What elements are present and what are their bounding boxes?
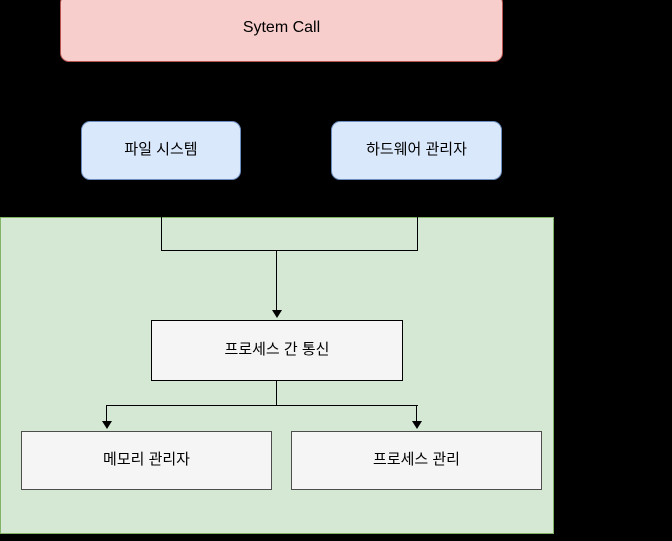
edge-ipc-stem xyxy=(276,381,278,406)
edge-ipc-bus xyxy=(107,405,418,407)
arrowhead-process-manager xyxy=(412,421,422,429)
arrowhead-memory-manager xyxy=(102,421,112,429)
node-file-system[interactable]: 파일 시스템 xyxy=(81,121,241,180)
edge-hidden-to-ipc xyxy=(276,250,278,312)
node-file-system-label: 파일 시스템 xyxy=(124,141,198,159)
edge-to-memory-manager xyxy=(106,405,108,423)
node-hardware-manager-label: 하드웨어 관리자 xyxy=(366,141,467,159)
node-system-call[interactable]: Sytem Call xyxy=(60,0,503,62)
arrowhead-ipc xyxy=(272,310,282,318)
node-process-manager-label: 프로세스 관리 xyxy=(373,451,460,469)
edge-to-process-manager xyxy=(416,405,418,423)
node-ipc[interactable]: 프로세스 간 통신 xyxy=(151,320,403,381)
node-ipc-label: 프로세스 간 통신 xyxy=(224,341,330,359)
node-memory-manager-label: 메모리 관리자 xyxy=(103,451,190,469)
node-memory-manager[interactable]: 메모리 관리자 xyxy=(21,431,272,490)
node-hardware-manager[interactable]: 하드웨어 관리자 xyxy=(331,121,502,180)
node-hidden-upper-box[interactable] xyxy=(161,200,418,251)
node-process-manager[interactable]: 프로세스 관리 xyxy=(291,431,542,490)
node-system-call-label: Sytem Call xyxy=(242,19,321,36)
